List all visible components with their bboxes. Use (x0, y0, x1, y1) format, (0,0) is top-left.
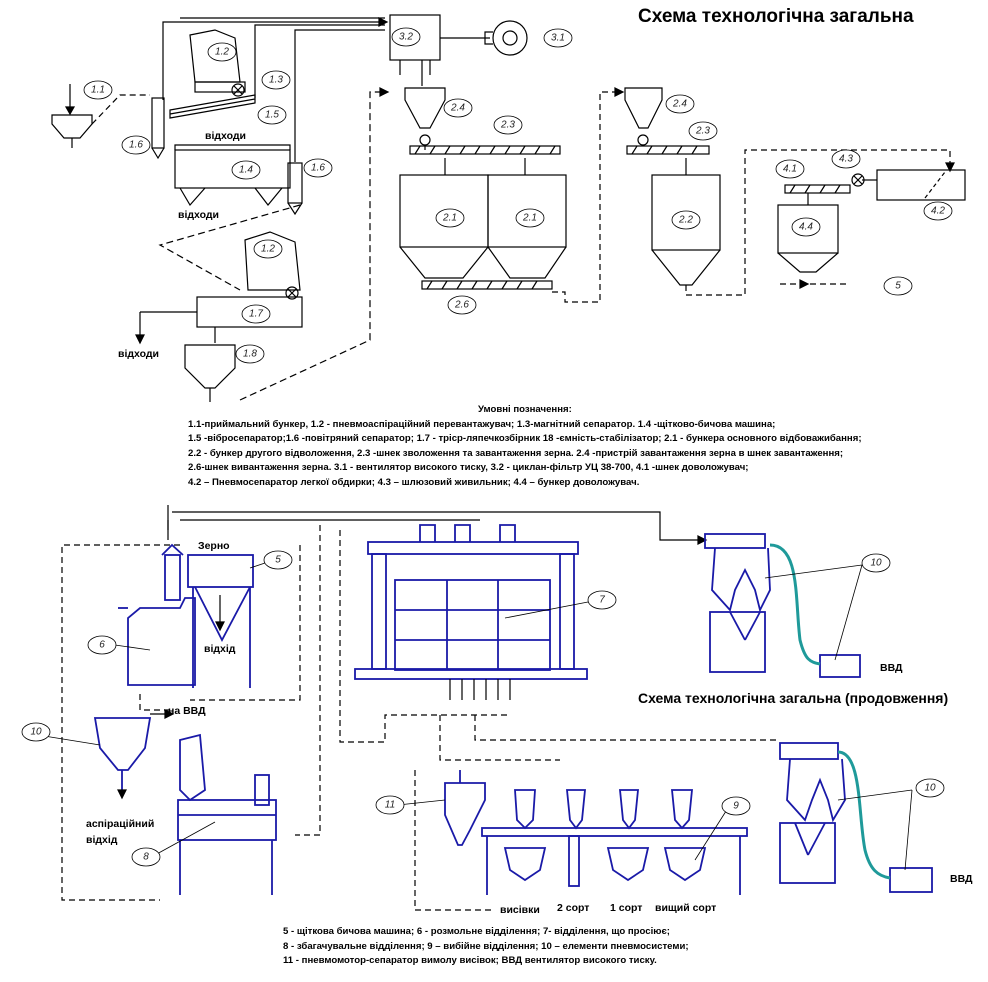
waste-label: відходи (178, 209, 220, 221)
code-label: 4.4 (799, 221, 813, 233)
vvd-label: ВВД (880, 662, 903, 674)
code-label: 7 (599, 594, 605, 606)
code-label: 1.6 (129, 139, 143, 151)
code-label: 1.8 (243, 348, 257, 360)
code-label: 5 (275, 554, 281, 566)
code-label: 3.2 (399, 31, 413, 43)
pneumatic-loader-1-2-bottom (244, 231, 301, 300)
grade1-label: 1 сорт (610, 902, 643, 914)
legend-line: 1.1-приймальний бункер, 1.2 - пневмоаспі… (188, 418, 776, 430)
stabilizer-1-8 (184, 344, 236, 402)
scourer-1-4 (174, 144, 291, 207)
vvd-label: ВВД (950, 873, 973, 885)
receiving-hopper-1-1 (51, 84, 93, 148)
code-label: 5 (895, 280, 901, 292)
bran-label: висівки (500, 904, 540, 916)
code-label: 2.1 (523, 212, 537, 224)
code-label: 2.4 (451, 102, 465, 114)
code-label: 2.2 (679, 214, 693, 226)
code-label: 8 (143, 851, 149, 863)
code-label: 2.4 (673, 98, 687, 110)
grain-loader-2-4-right (624, 87, 663, 146)
trier-1-7 (135, 296, 303, 345)
code-label: 2.6 (455, 299, 469, 311)
code-label: 10 (30, 726, 42, 738)
waste-label: відходи (205, 130, 247, 142)
main-title: Схема технологічна загальна (638, 6, 914, 27)
legend-line: 4.2 – Пневмосепаратор легкої обдирки; 4.… (188, 476, 640, 488)
aspiration-label: аспіраційний (86, 818, 155, 830)
air-separator-1-6-left (151, 97, 165, 160)
sifter-outlets (449, 679, 511, 700)
code-label: 6 (99, 639, 105, 651)
code-label: 4.3 (839, 153, 853, 165)
to-vvd-label: на ВВД (168, 705, 206, 717)
screw-2-3-right (626, 145, 710, 155)
cyclone-filter-3-2 (389, 14, 490, 75)
moistening-bin-4-4 (777, 193, 839, 273)
code-label: 1.1 (91, 84, 105, 96)
code-label: 2.3 (696, 125, 710, 137)
pneumatic-element-10-top (704, 533, 861, 678)
premium-label: вищий сорт (655, 902, 717, 914)
waste-label: відходи (118, 348, 160, 360)
scouring-machine-5 (187, 554, 254, 688)
legend-line: 5 - щіткова бичова машина; 6 - розмольне… (283, 926, 670, 937)
grain-label: Зерно (198, 540, 230, 552)
legend-line: 2.6-шнек вивантаження зерна. 3.1 - венти… (188, 462, 749, 473)
legend-line: 2.2 - бункер другого відволоження, 2.3 -… (188, 447, 844, 459)
legend-bottom: 5 - щіткова бичова машина; 6 - розмольне… (283, 925, 689, 969)
vibro-separator-1-5 (169, 94, 256, 119)
milling-section-6 (118, 543, 196, 686)
purifier-section-8 (177, 733, 277, 895)
pneumatic-loader-1-2-top (189, 29, 246, 97)
packing-section-9 (481, 789, 748, 895)
legend-line: 11 - пневмомотор-сепаратор вимолу висіво… (283, 955, 657, 966)
code-label: 1.6 (311, 162, 325, 174)
high-pressure-fan-3-1 (484, 20, 528, 56)
code-label: 1.3 (269, 74, 283, 86)
code-label: 1.2 (261, 243, 275, 255)
code-label: 4.2 (931, 205, 945, 217)
code-label: 1.2 (215, 46, 229, 58)
code-label: 1.5 (265, 109, 279, 121)
sluice-feeder-4-3 (851, 173, 865, 187)
code-label: 4.1 (783, 163, 797, 175)
main-tempering-bins-2-1 (399, 158, 567, 279)
outlet-label: відхід (204, 643, 236, 655)
legend-line: 8 - збагачувальне відділення; 9 – вибійн… (283, 940, 689, 952)
pneumatic-element-10-bottom (779, 742, 933, 893)
sifting-section-7 (354, 524, 588, 680)
grade2-label: 2 сорт (557, 902, 590, 914)
screw-2-3-left (409, 145, 561, 155)
legend-heading: Умовні позначення: (478, 404, 572, 415)
legend-line: 1.5 -вібросепаратор;1.6 -повітряний сепа… (188, 433, 862, 444)
code-label: 10 (924, 782, 936, 794)
code-label: 2.3 (501, 119, 515, 131)
code-label: 11 (384, 799, 396, 811)
aspiration-outlet-label: відхід (86, 834, 118, 846)
grain-loader-2-4-left (404, 87, 446, 150)
code-label: 3.1 (551, 32, 565, 44)
code-label: 2.1 (443, 212, 457, 224)
code-label: 9 (733, 800, 739, 812)
legend-top: Умовні позначення: 1.1-приймальний бунке… (188, 403, 862, 490)
pneumoseparator-4-2 (862, 169, 966, 201)
code-label: 1.7 (249, 308, 263, 320)
continuation-title: Схема технологічна загальна (продовження… (638, 690, 949, 706)
air-separator-1-6-right (287, 162, 303, 216)
code-label: 1.4 (239, 164, 253, 176)
moistening-screw-4-1 (784, 184, 851, 194)
bran-separator-11 (444, 770, 486, 846)
code-label: 10 (870, 557, 882, 569)
pneumatic-element-10-left (93, 717, 152, 795)
